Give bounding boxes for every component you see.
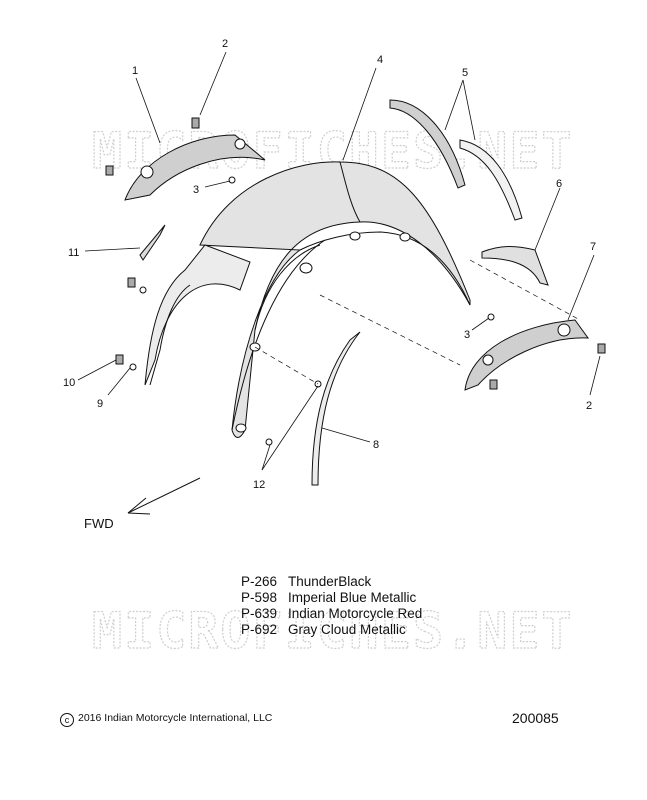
callout-11: 11 bbox=[68, 247, 79, 259]
nut-part-12-b bbox=[265, 438, 273, 446]
copyright-text: 2016 Indian Motorcycle International, LL… bbox=[78, 712, 273, 724]
fender-skirt-left bbox=[144, 244, 251, 386]
callout-1: 1 bbox=[132, 65, 138, 77]
callout-2-right: 2 bbox=[586, 400, 592, 412]
legend-code: P-639 bbox=[241, 606, 278, 621]
callout-5: 5 bbox=[462, 67, 468, 79]
callout-8: 8 bbox=[373, 439, 379, 451]
callout-6: 6 bbox=[556, 178, 562, 190]
paint-color-legend: P-266 ThunderBlack P-598 Imperial Blue Met… bbox=[241, 574, 422, 638]
callout-4: 4 bbox=[377, 54, 383, 66]
bolt-part-2-left bbox=[191, 117, 200, 129]
legend-color-name: ThunderBlack bbox=[288, 574, 372, 589]
forward-direction-label: FWD bbox=[84, 516, 114, 531]
rear-fender-part-4 bbox=[199, 161, 471, 438]
legend-code: P-266 bbox=[241, 574, 278, 589]
washer-part-9 bbox=[129, 363, 137, 371]
legend-color-name: Gray Cloud Metallic bbox=[288, 622, 406, 637]
nut-part-3-right bbox=[487, 313, 495, 321]
legend-row: P-598 Imperial Blue Metallic bbox=[241, 590, 422, 606]
callout-2-top: 2 bbox=[222, 38, 228, 50]
legend-color-name: Imperial Blue Metallic bbox=[288, 590, 417, 605]
bolt-left bbox=[105, 165, 114, 176]
copyright-icon: c bbox=[60, 713, 74, 727]
copyright-notice: c 2016 Indian Motorcycle International, L… bbox=[60, 712, 272, 727]
trim-strip-part-8 bbox=[311, 331, 361, 486]
bolt-part-10-upper bbox=[127, 277, 136, 288]
legend-color-name: Indian Motorcycle Red bbox=[288, 606, 423, 621]
trim-strip-part-5b bbox=[459, 139, 523, 221]
callout-12: 12 bbox=[253, 479, 265, 491]
legend-row: P-266 ThunderBlack bbox=[241, 574, 422, 590]
forward-arrow bbox=[127, 477, 201, 515]
callout-7: 7 bbox=[590, 241, 596, 253]
legend-code: P-692 bbox=[241, 622, 278, 637]
legend-code: P-598 bbox=[241, 590, 278, 605]
trim-strip-part-5a bbox=[389, 99, 466, 189]
diagram-id: 200085 bbox=[512, 710, 559, 726]
nut-part-12-a bbox=[314, 380, 322, 388]
bolt-part-10 bbox=[115, 354, 124, 365]
callout-3-right: 3 bbox=[464, 329, 470, 341]
legend-row: P-639 Indian Motorcycle Red bbox=[241, 606, 422, 622]
bolt-part-2-right bbox=[597, 343, 606, 354]
trim-piece-part-11 bbox=[139, 224, 166, 261]
washer-upper bbox=[139, 286, 147, 294]
legend-row: P-692 Gray Cloud Metallic bbox=[241, 622, 422, 638]
bolt-right bbox=[489, 379, 498, 390]
watermark-bottom: MICROFICHES.NET bbox=[92, 602, 574, 660]
fender-strap-right-part-7 bbox=[464, 319, 590, 391]
badge-part-6 bbox=[481, 246, 549, 286]
callout-10: 10 bbox=[63, 377, 75, 389]
callout-3-left: 3 bbox=[193, 184, 199, 196]
callout-9: 9 bbox=[97, 398, 103, 410]
fender-strap-left-part-1 bbox=[124, 134, 266, 201]
nut-part-3-left bbox=[228, 176, 236, 184]
